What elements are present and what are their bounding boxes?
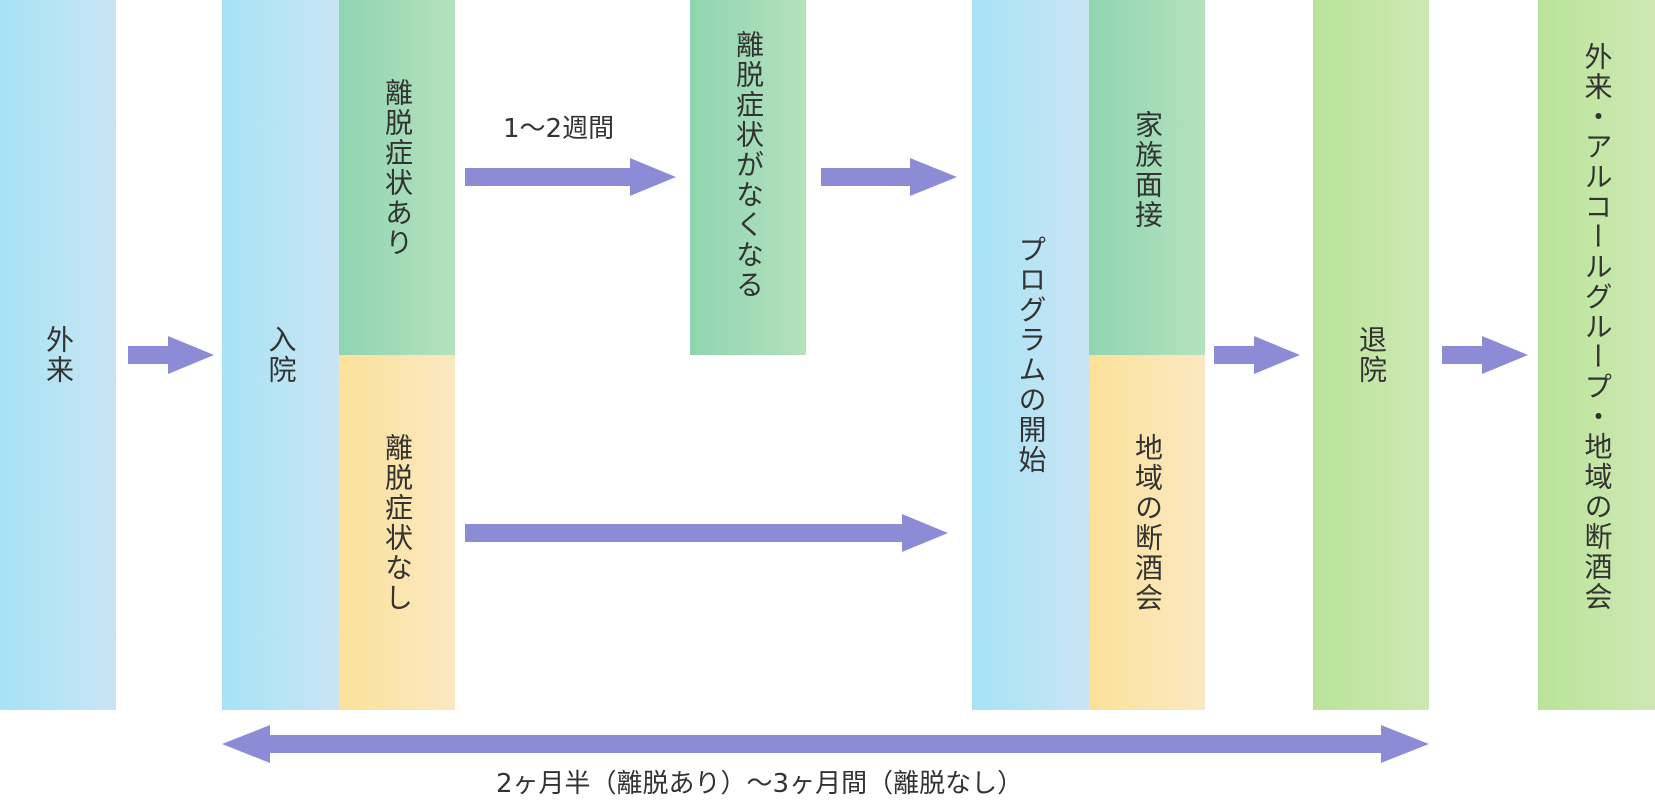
- arrow-outpatient-to-admission: [128, 336, 214, 374]
- admission-label: 入院: [264, 325, 298, 385]
- arrow-withdrawal-no-to-program: [465, 514, 948, 552]
- discharge-label: 退院: [1355, 325, 1388, 385]
- family-interview-label: 家族面接: [1131, 110, 1164, 230]
- aftercare-box: 外来・アルコールグループ・地域の断酒会: [1538, 0, 1655, 710]
- local-sobriety-label: 地域の断酒会: [1131, 433, 1164, 613]
- discharge-box: 退院: [1313, 0, 1429, 710]
- arrow-program-to-discharge: [1214, 336, 1300, 374]
- local-sobriety-box: 地域の断酒会: [1089, 355, 1205, 710]
- arrow-duration-span: [222, 725, 1429, 763]
- arrow-discharge-to-aftercare: [1442, 336, 1528, 374]
- withdrawal-no-label: 離脱症状なし: [381, 433, 414, 613]
- arrow-withdrawal-yes-to-gone: [465, 158, 676, 196]
- duration-short-note: 1〜2週間: [503, 114, 615, 144]
- arrow-gone-to-program: [821, 158, 957, 196]
- withdrawal-gone-box: 離脱症状がなくなる: [690, 0, 806, 355]
- program-start-box: プログラムの開始: [972, 0, 1089, 710]
- family-interview-box: 家族面接: [1089, 0, 1205, 355]
- withdrawal-no-box: 離脱症状なし: [339, 355, 455, 710]
- withdrawal-yes-box: 離脱症状あり: [339, 0, 455, 355]
- duration-total-note: 2ヶ月半（離脱あり）〜3ヶ月間（離脱なし）: [496, 769, 1024, 799]
- outpatient-label: 外来: [42, 325, 75, 385]
- admission-box: 入院: [222, 0, 339, 710]
- withdrawal-yes-label: 離脱症状あり: [381, 78, 414, 258]
- outpatient-box: 外来: [0, 0, 116, 710]
- withdrawal-gone-label: 離脱症状がなくなる: [732, 30, 765, 300]
- program-start-label: プログラムの開始: [1014, 235, 1048, 475]
- aftercare-label: 外来・アルコールグループ・地域の断酒会: [1580, 42, 1614, 612]
